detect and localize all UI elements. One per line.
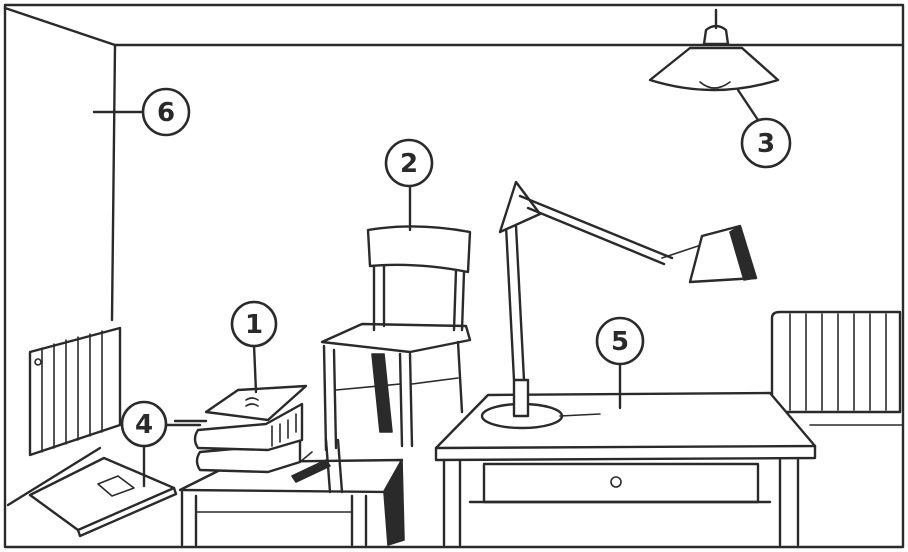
stool [178,458,405,547]
callout-1: 1 [230,300,278,348]
callout-2: 2 [384,138,434,188]
callout-4: 4 [120,400,168,448]
left-radiator [28,326,122,457]
callout-2-label: 2 [400,149,418,179]
callout-3: 3 [740,117,792,169]
callout-5-label: 5 [611,327,629,357]
callout-4-label: 4 [135,410,153,440]
floor-board [28,456,178,538]
callout-1-label: 1 [245,310,263,340]
callout-6: 6 [141,87,191,137]
pencils [291,438,344,494]
book-stack [193,384,313,474]
chair [320,225,472,452]
desk-lamp [480,180,758,430]
callout-6-label: 6 [157,98,175,128]
right-radiator [770,310,902,414]
callout-leaders [92,88,760,488]
callout-5: 5 [595,316,645,366]
callout-3-label: 3 [757,129,775,159]
room-walls [3,3,905,549]
ceiling-lamp [648,8,780,92]
